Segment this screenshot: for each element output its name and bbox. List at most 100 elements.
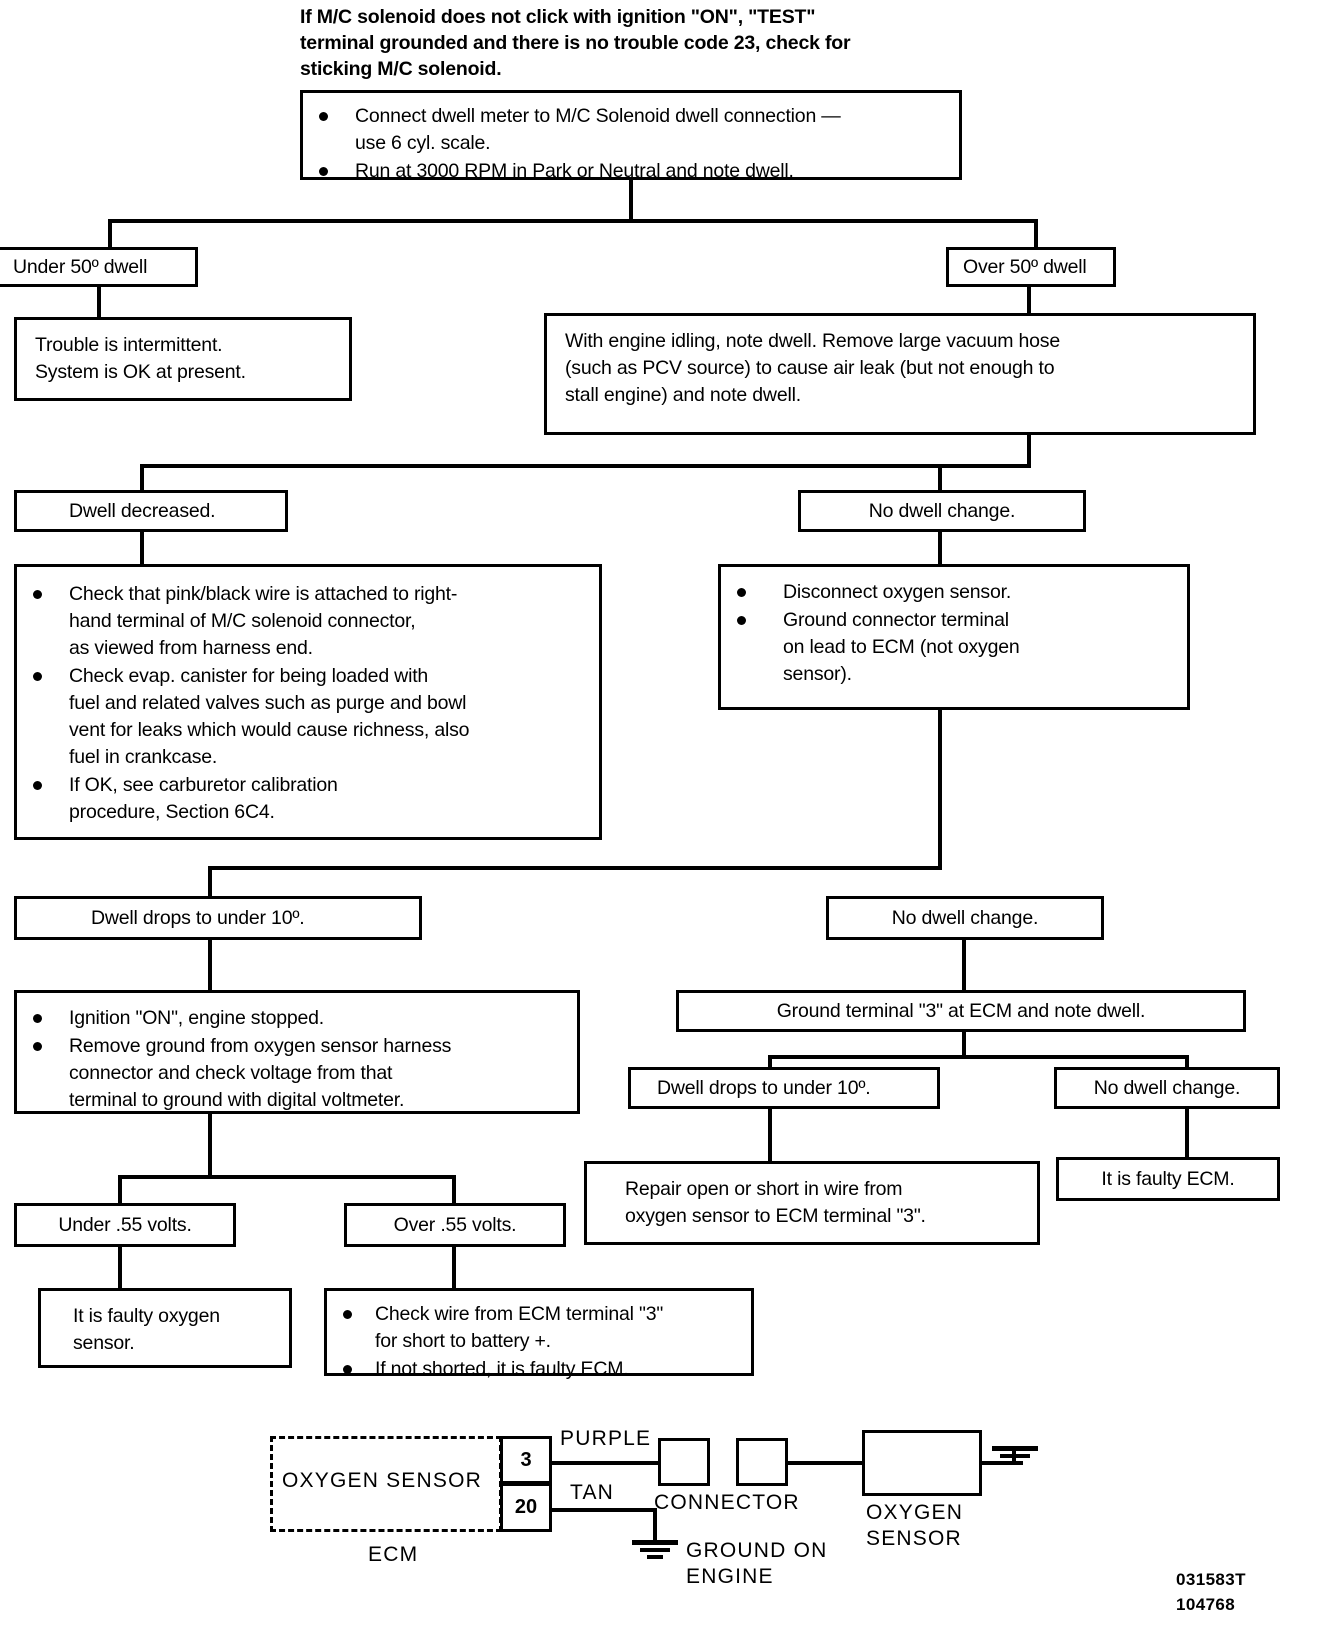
dwell-drops-10-left-box: Dwell drops to under 10º. bbox=[14, 896, 422, 940]
no-dwell-change-3-label: No dwell change. bbox=[1093, 1076, 1241, 1099]
connector-dwell-decreased-down bbox=[140, 532, 144, 564]
intermittent-text: Trouble is intermittent. System is OK at… bbox=[35, 334, 246, 383]
disconnect-o2-bullet-1: Disconnect oxygen sensor. bbox=[721, 579, 1187, 606]
connector-b-box bbox=[736, 1438, 788, 1486]
step-1-bullet-2: Run at 3000 RPM in Park or Neutral and n… bbox=[303, 158, 959, 185]
connector-label: CONNECTOR bbox=[654, 1491, 800, 1514]
connector-split-bar-4 bbox=[768, 1055, 1188, 1059]
faulty-ecm-right-label: It is faulty ECM. bbox=[1101, 1167, 1235, 1190]
intro-note: If M/C solenoid does not click with igni… bbox=[300, 6, 851, 80]
check-wire-ecm-bullet-1: Check wire from ECM terminal "3" for sho… bbox=[327, 1301, 751, 1355]
over-55-volts-box: Over .55 volts. bbox=[344, 1203, 566, 1247]
figure-code-top: 031583T bbox=[1176, 1570, 1246, 1589]
ecm-pin-20: 20 bbox=[500, 1483, 552, 1532]
repair-open-short-box: Repair open or short in wire from oxygen… bbox=[584, 1161, 1040, 1245]
faulty-oxygen-sensor-text: It is faulty oxygen sensor. bbox=[73, 1305, 220, 1354]
connector-to-dwell-drops-left bbox=[208, 866, 212, 898]
ecm-caption: ECM bbox=[368, 1543, 419, 1566]
ignition-on-bullet-2: Remove ground from oxygen sensor harness… bbox=[17, 1033, 577, 1114]
vacuum-test-box: With engine idling, note dwell. Remove l… bbox=[544, 313, 1256, 435]
ignition-on-box: Ignition "ON", engine stopped. Remove gr… bbox=[14, 990, 580, 1114]
no-dwell-change-3-box: No dwell change. bbox=[1054, 1067, 1280, 1109]
no-dwell-change-2-label: No dwell change. bbox=[891, 906, 1039, 929]
ground-engine-icon bbox=[632, 1540, 678, 1562]
oxygen-sensor-label: OXYGEN SENSOR bbox=[866, 1501, 964, 1550]
connector-ground-3-down bbox=[962, 1032, 966, 1058]
ecm-block-label: OXYGEN SENSOR bbox=[282, 1469, 482, 1492]
tan-wire-line bbox=[551, 1508, 657, 1512]
vacuum-test-text: With engine idling, note dwell. Remove l… bbox=[565, 330, 1060, 406]
under-55-volts-box: Under .55 volts. bbox=[14, 1203, 236, 1247]
under-50-dwell-box: Under 50º dwell bbox=[0, 247, 198, 287]
connector-step1-down bbox=[629, 180, 633, 222]
ecm-pin-3: 3 bbox=[500, 1436, 552, 1484]
connector-split-bar-3 bbox=[208, 866, 941, 870]
repair-open-short-text: Repair open or short in wire from oxygen… bbox=[625, 1178, 926, 1227]
check-pink-black-box: Check that pink/black wire is attached t… bbox=[14, 564, 602, 840]
faulty-oxygen-sensor-box: It is faulty oxygen sensor. bbox=[38, 1288, 292, 1368]
dwell-decreased-label: Dwell decreased. bbox=[69, 499, 216, 522]
step-1-bullet-1: Connect dwell meter to M/C Solenoid dwel… bbox=[303, 103, 959, 157]
connector-vacuum-down bbox=[1027, 435, 1031, 467]
connector-to-no-change-1 bbox=[938, 464, 942, 490]
connector-dwell-drops-right-down bbox=[768, 1109, 772, 1161]
connector-to-no-change-3 bbox=[1185, 1055, 1189, 1077]
dwell-drops-10-right-box: Dwell drops to under 10º. bbox=[628, 1067, 940, 1109]
connector-to-over50 bbox=[1034, 219, 1038, 247]
figure-code-bottom: 104768 bbox=[1176, 1595, 1236, 1614]
connector-to-dwell-decreased bbox=[140, 464, 144, 490]
connector-dwell-drops-left-down bbox=[208, 940, 212, 990]
dwell-drops-10-left-label: Dwell drops to under 10º. bbox=[91, 906, 305, 929]
no-dwell-change-2-box: No dwell change. bbox=[826, 896, 1104, 940]
connector-no-change-1-down bbox=[938, 532, 942, 564]
purple-wire-label: PURPLE bbox=[560, 1427, 652, 1450]
check-pink-black-bullet-2: Check evap. canister for being loaded wi… bbox=[17, 663, 599, 771]
connector-split-bar-2 bbox=[140, 464, 1031, 468]
ground-sensor-icon bbox=[992, 1446, 1038, 1468]
connector-check-pink-down bbox=[938, 710, 942, 870]
purple-wire-line bbox=[551, 1461, 661, 1465]
connector-under50-down bbox=[97, 287, 101, 317]
check-pink-black-bullet-3: If OK, see carburetor calibration proced… bbox=[17, 772, 599, 826]
disconnect-o2-bullet-2: Ground connector terminal on lead to ECM… bbox=[721, 607, 1187, 688]
check-wire-ecm-bullet-2: If not shorted, it is faulty ECM. bbox=[327, 1356, 751, 1383]
ignition-on-bullet-1: Ignition "ON", engine stopped. bbox=[17, 1005, 577, 1032]
connector-to-dwell-drops-right bbox=[768, 1055, 772, 1077]
connector-under-55-down bbox=[118, 1247, 122, 1291]
connector-over-55-down bbox=[452, 1247, 456, 1291]
step-1-box: Connect dwell meter to M/C Solenoid dwel… bbox=[300, 90, 962, 182]
under-50-dwell-label: Under 50º dwell bbox=[13, 255, 148, 278]
dwell-decreased-box: Dwell decreased. bbox=[14, 490, 288, 532]
sensor-wire-line bbox=[786, 1461, 866, 1465]
tan-wire-label: TAN bbox=[570, 1481, 615, 1504]
wiring-diagram: OXYGEN SENSOR ECM 3 20 PURPLE CONNECTOR … bbox=[270, 1420, 1270, 1620]
connector-split-bar-5 bbox=[118, 1175, 456, 1179]
check-pink-black-bullet-1: Check that pink/black wire is attached t… bbox=[17, 581, 599, 662]
ground-terminal-3-label: Ground terminal "3" at ECM and note dwel… bbox=[776, 999, 1146, 1022]
oxygen-sensor-box bbox=[862, 1430, 982, 1496]
over-50-dwell-label: Over 50º dwell bbox=[963, 255, 1087, 278]
connector-to-under-55 bbox=[118, 1175, 122, 1203]
no-dwell-change-1-label: No dwell change. bbox=[868, 499, 1016, 522]
no-dwell-change-1-box: No dwell change. bbox=[798, 490, 1086, 532]
check-wire-ecm-box: Check wire from ECM terminal "3" for sho… bbox=[324, 1288, 754, 1380]
connector-over50-down bbox=[1027, 287, 1031, 315]
under-55-volts-label: Under .55 volts. bbox=[58, 1213, 192, 1236]
over-50-dwell-box: Over 50º dwell bbox=[946, 247, 1116, 287]
connector-no-change-2-down bbox=[962, 940, 966, 990]
connector-a-box bbox=[658, 1438, 710, 1486]
connector-no-change-3-down bbox=[1185, 1109, 1189, 1157]
disconnect-oxygen-sensor-box: Disconnect oxygen sensor. Ground connect… bbox=[718, 564, 1190, 710]
ground-terminal-3-box: Ground terminal "3" at ECM and note dwel… bbox=[676, 990, 1246, 1032]
dwell-drops-10-right-label: Dwell drops to under 10º. bbox=[657, 1076, 871, 1099]
connector-to-over-55 bbox=[452, 1175, 456, 1203]
intermittent-box: Trouble is intermittent. System is OK at… bbox=[14, 317, 352, 401]
connector-to-under50 bbox=[108, 219, 112, 247]
sensor-ground-stub-h bbox=[980, 1461, 1016, 1465]
ground-engine-label: GROUND ON ENGINE bbox=[686, 1539, 828, 1588]
faulty-ecm-right-box: It is faulty ECM. bbox=[1056, 1157, 1280, 1201]
connector-split-bar-1 bbox=[108, 219, 1038, 223]
connector-ignition-down bbox=[208, 1114, 212, 1178]
tan-wire-drop bbox=[653, 1508, 657, 1542]
